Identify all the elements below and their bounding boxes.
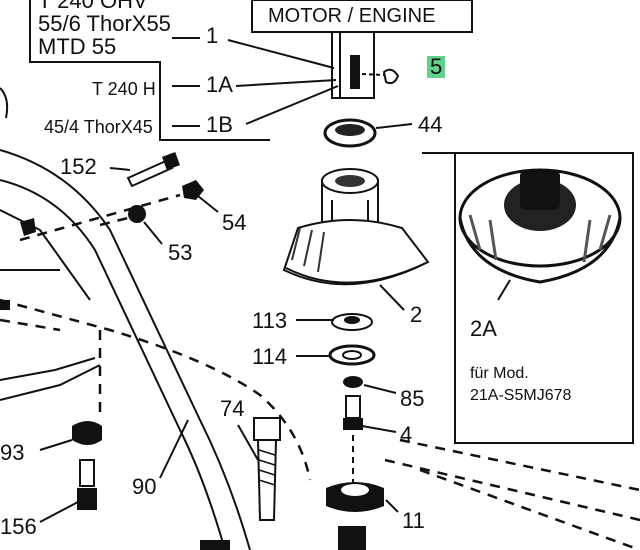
- callout-90: 90: [132, 474, 157, 499]
- lockwasher-85: [343, 376, 363, 388]
- callout-152: 152: [60, 154, 97, 179]
- part-93: [72, 421, 102, 510]
- inset-callout-2a: 2A: [470, 316, 497, 341]
- key-part: [361, 68, 400, 85]
- callout-74: 74: [220, 396, 245, 421]
- callout-113: 113: [252, 308, 288, 333]
- callout-156: 156: [0, 514, 37, 539]
- nut-54: [182, 180, 204, 200]
- bearing-part: [323, 118, 377, 148]
- dash-lines: [0, 193, 640, 550]
- callout-4: 4: [400, 422, 413, 447]
- callout-5: 5: [427, 56, 446, 78]
- callout-54: 54: [222, 210, 247, 235]
- callout-2: 2: [410, 302, 423, 327]
- model-label-top: T 240 OHV: [38, 0, 148, 13]
- engine-shaft: [331, 31, 375, 99]
- leader-lines: [39, 37, 511, 523]
- washer-113: [331, 313, 373, 331]
- model-label-thorx45: 45/4 ThorX45: [44, 117, 153, 137]
- nut-53: [128, 205, 146, 223]
- inset-part-2a: [458, 168, 622, 284]
- callout-93: 93: [0, 440, 25, 465]
- blade-adapter: [282, 168, 430, 286]
- callout-44: 44: [418, 112, 443, 137]
- model-box: [29, 0, 270, 141]
- callout-53: 53: [168, 240, 193, 265]
- callout-85: 85: [400, 386, 425, 411]
- callout-11: 11: [402, 508, 425, 533]
- bolt-4: [343, 395, 363, 430]
- callout-114: 114: [252, 344, 288, 369]
- part-11: [326, 482, 384, 550]
- deck-frame: [0, 87, 251, 550]
- model-label-thorx55: 55/6 ThorX55: [38, 11, 171, 36]
- inset-note-line1: für Mod.: [470, 365, 529, 382]
- callout-1a: 1A: [206, 72, 233, 97]
- bolt-152: [126, 152, 180, 188]
- engine-label: MOTOR / ENGINE: [268, 5, 436, 27]
- model-label-t240h: T 240 H: [92, 79, 156, 99]
- inset-note-line2: 21A-S5MJ678: [470, 387, 572, 404]
- model-label-mtd55: MTD 55: [38, 34, 117, 59]
- callout-1: 1: [206, 23, 219, 48]
- engine-box: [251, 0, 473, 33]
- callout-1b: 1B: [206, 112, 233, 137]
- bolt-74: [253, 417, 281, 521]
- washer-114: [328, 344, 376, 366]
